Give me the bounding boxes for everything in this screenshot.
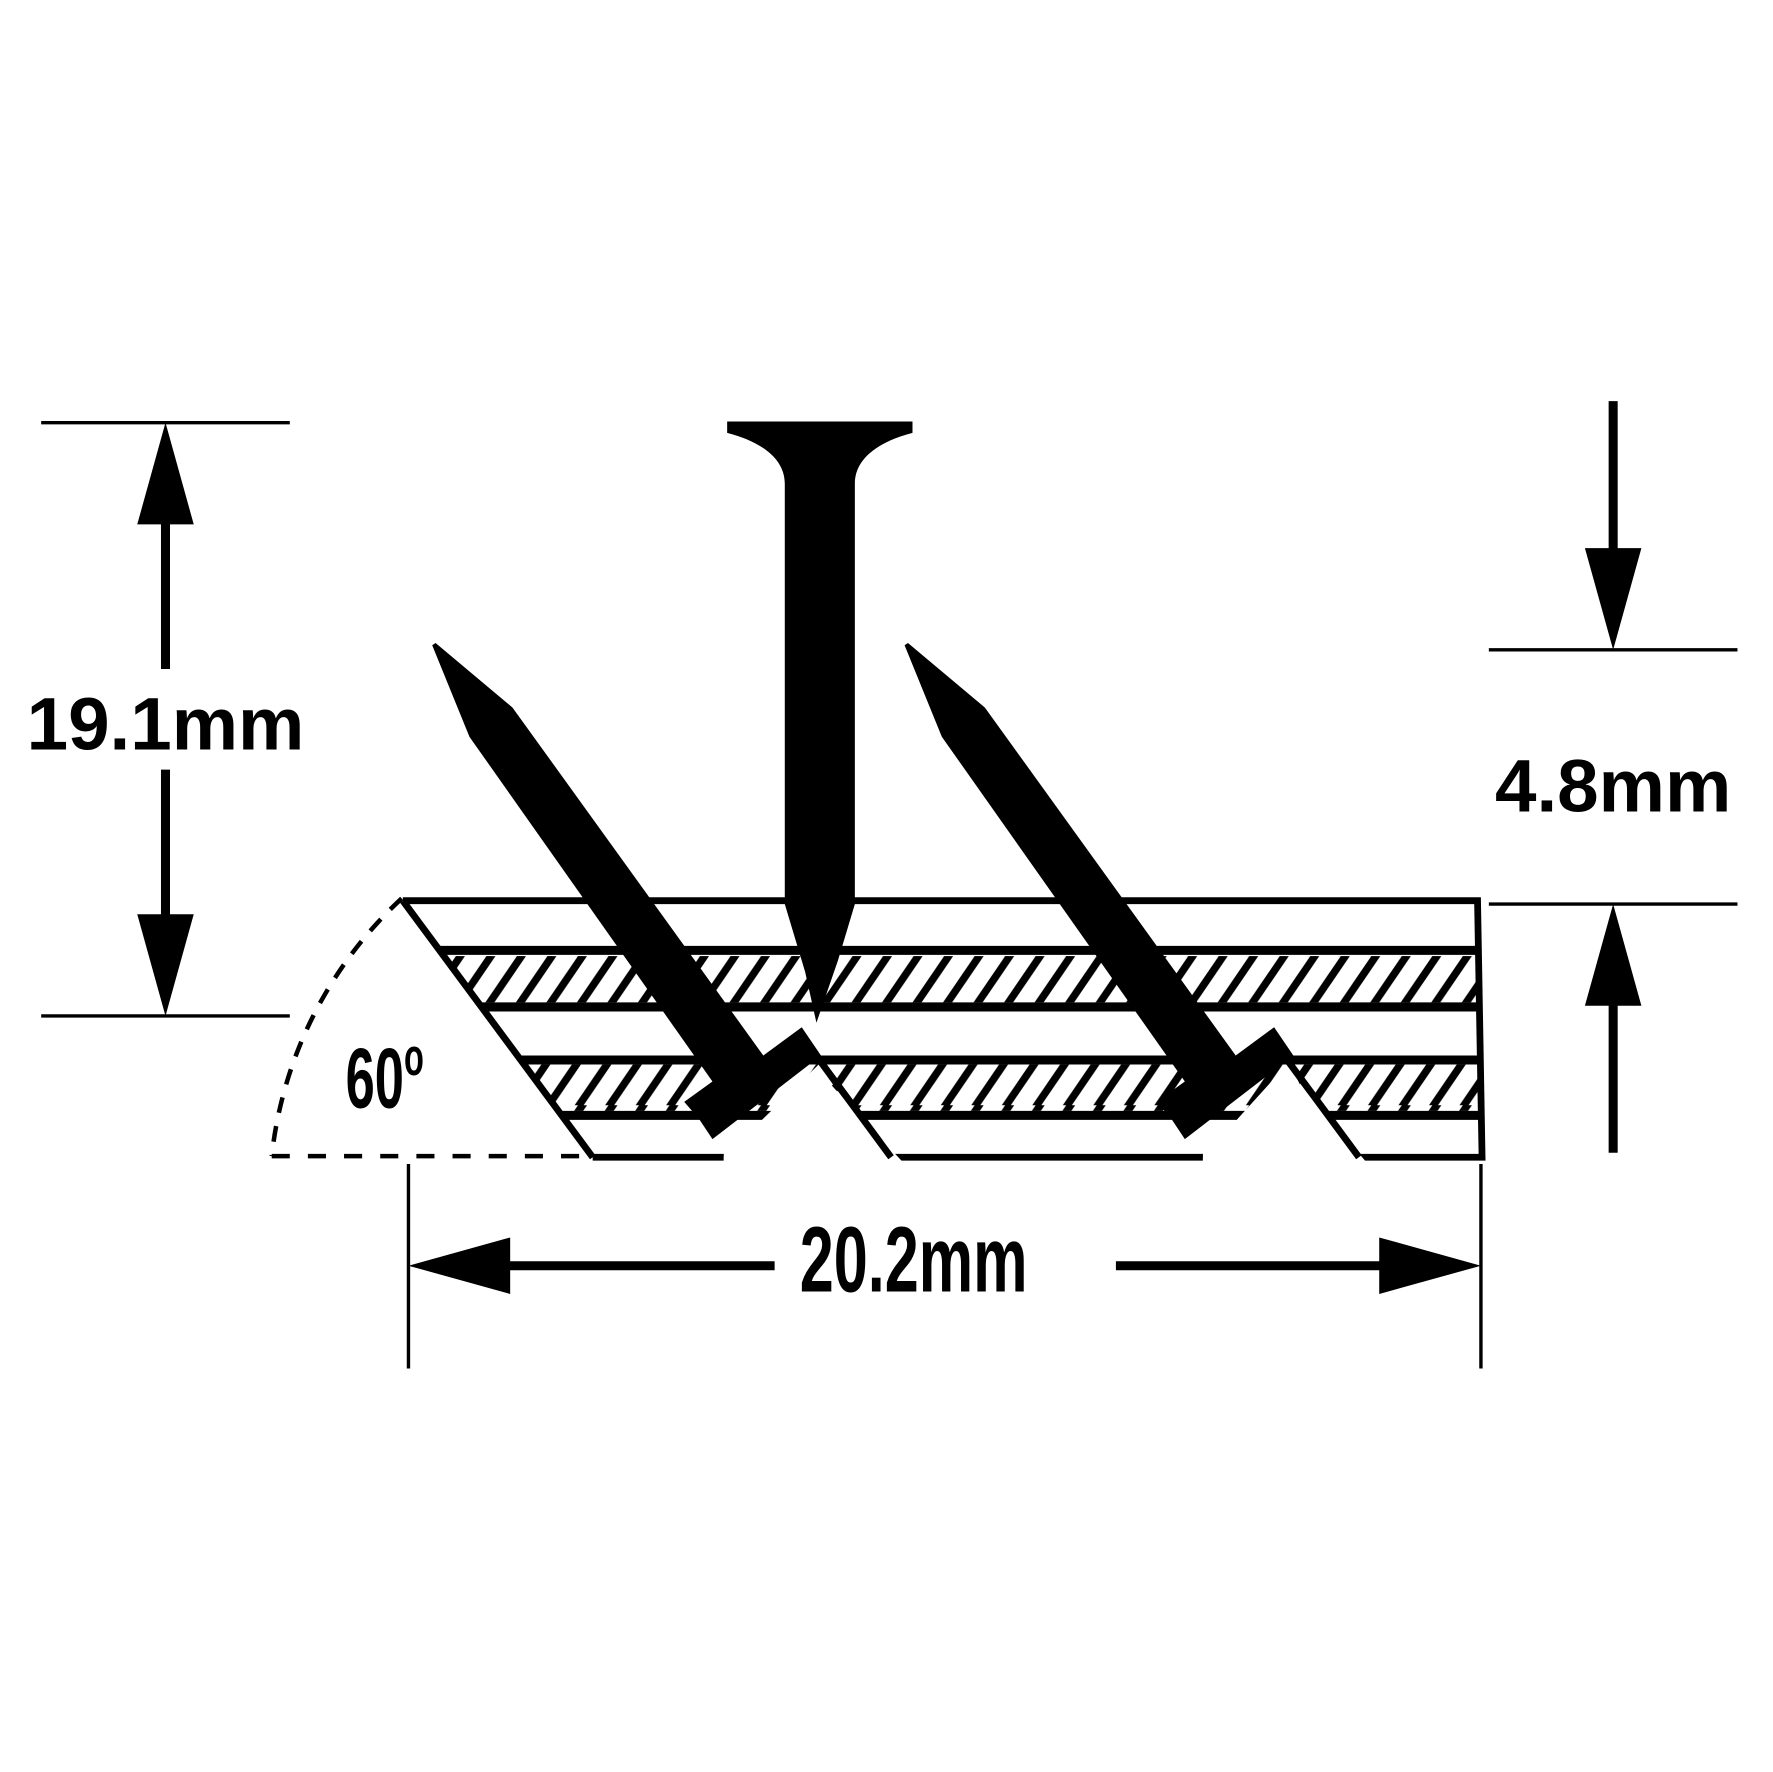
width-label: 20.2mm [800,1208,1028,1312]
thickness-dimension: 4.8mm [1488,401,1738,1153]
hatched-layer-upper [402,956,1483,1003]
arrow-down-icon [137,914,194,1016]
angled-nail-right [904,643,1294,1140]
arrow-right-icon [1379,1237,1481,1294]
angle-arc [269,896,404,1157]
arrow-left-icon [408,1237,511,1294]
width-dimension: 20.2mm [406,1164,1483,1369]
angle-indicator: 60o [269,896,591,1159]
upright-nail [727,421,913,1023]
angle-label: 60o [346,1028,424,1125]
arrow-down-icon [1584,548,1642,650]
arrow-up-icon [1584,904,1642,1006]
height-label: 19.1mm [27,681,305,765]
angled-nail-left [432,643,821,1140]
thickness-label: 4.8mm [1495,743,1731,827]
arrow-up-icon [137,422,194,525]
collation-strip [400,897,1486,1167]
height-dimension: 19.1mm [27,420,305,1018]
